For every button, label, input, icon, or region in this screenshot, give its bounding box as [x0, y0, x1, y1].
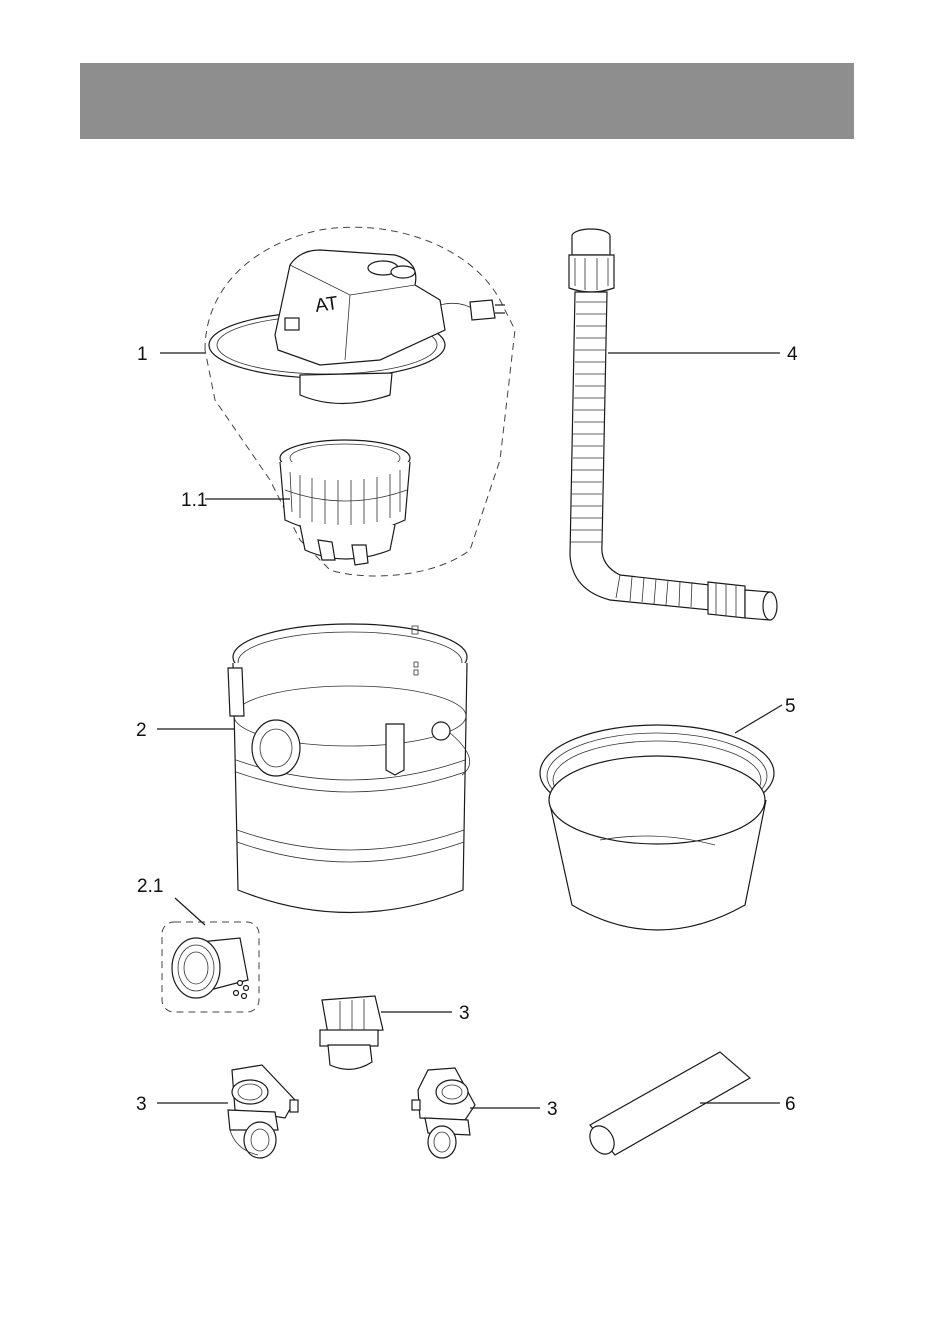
callout-5: 5	[785, 696, 796, 717]
callout-2: 2	[136, 720, 147, 741]
cartridge-filter-icon	[280, 440, 410, 565]
callout-4: 4	[787, 344, 798, 365]
hose-connector-icon	[162, 922, 259, 1012]
flexible-hose-icon	[569, 229, 777, 620]
callout-3-top: 3	[459, 1003, 470, 1024]
extension-tube-icon	[585, 1052, 750, 1158]
drum-container-icon	[228, 624, 470, 913]
pre-filter-basket-icon	[540, 725, 774, 930]
callout-3-left: 3	[136, 1094, 147, 1115]
callout-3-right: 3	[547, 1099, 558, 1120]
callout-1-1: 1.1	[181, 490, 207, 511]
callout-1: 1	[137, 344, 148, 365]
castor-wheel-icon-left	[228, 1065, 298, 1158]
callout-2-1: 2.1	[137, 876, 163, 897]
castor-wheel-icon	[320, 996, 383, 1069]
callout-6: 6	[785, 1094, 796, 1115]
lid-marking: AT	[314, 293, 340, 317]
castor-wheel-icon-right	[412, 1068, 475, 1158]
